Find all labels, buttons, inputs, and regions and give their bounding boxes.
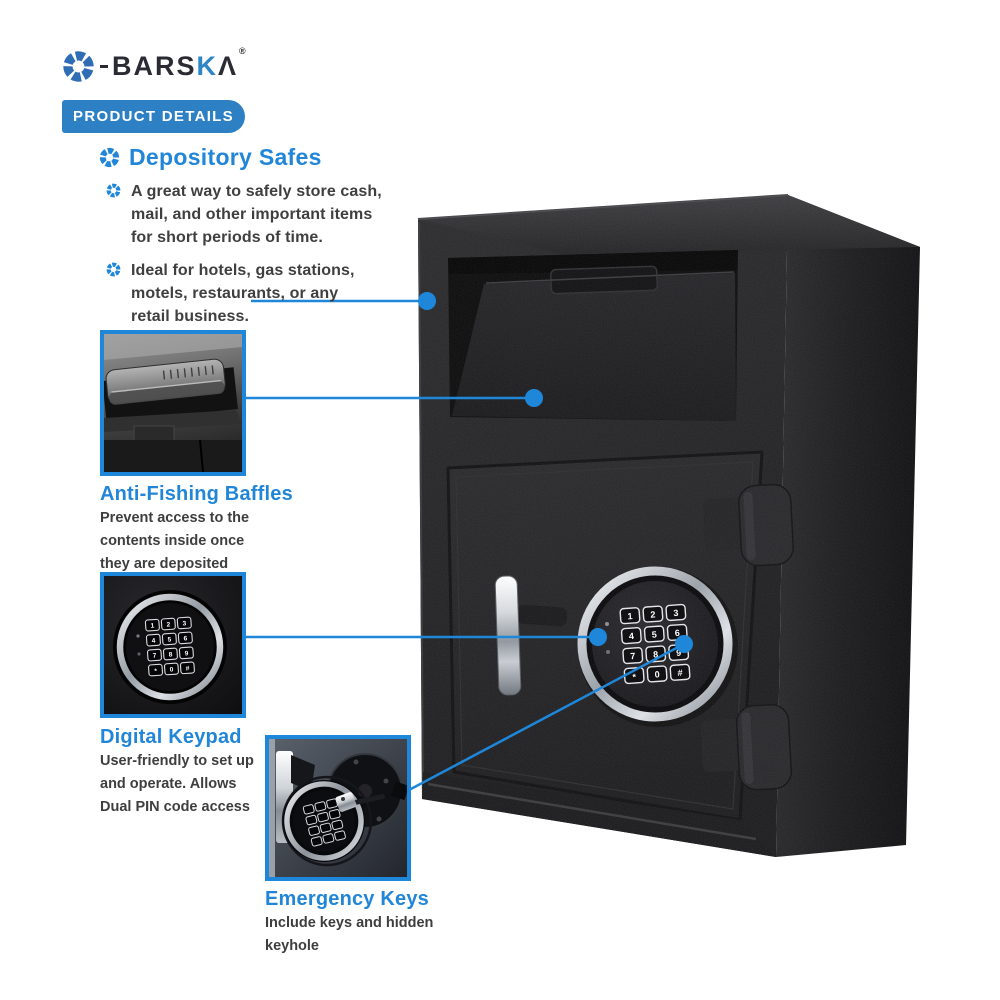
feature-bullet-text: Ideal for hotels, gas stations, motels, … (131, 262, 355, 325)
aperture-bullet-icon (106, 262, 121, 277)
emergency-keys-photo-art (269, 739, 407, 877)
feature-bullet-text: A great way to safely store cash, mail, … (131, 183, 382, 246)
logo-text-bars: BARS (112, 51, 197, 81)
barska-logo: BARSKΛ® (62, 47, 247, 83)
anti-fishing-title: Anti-Fishing Baffles (100, 483, 293, 505)
keypad-key: 8 (169, 651, 173, 658)
keypad-key: # (186, 665, 190, 672)
connector-dot-digital-keypad (589, 628, 607, 646)
keypad-key: 5 (167, 636, 171, 643)
digital-keypad-photo: 1 2 3 4 5 6 7 8 9 * 0 # (100, 572, 246, 718)
barska-aperture-icon (62, 50, 95, 83)
intro-heading-row: Depository Safes (99, 144, 451, 171)
keypad-key: 1 (150, 623, 154, 630)
intro-section: Depository Safes A great way to safely s… (99, 144, 451, 338)
digital-keypad-photo-art: 1 2 3 4 5 6 7 8 9 * 0 # (104, 576, 242, 714)
logo-wordmark: BARSKΛ® (112, 47, 247, 81)
connector-dot-emergency-keys (675, 635, 693, 653)
keypad-key: 3 (182, 620, 186, 627)
emergency-keys-photo (265, 735, 411, 881)
callout-connectors (246, 299, 685, 792)
keypad-key: * (154, 668, 157, 675)
anti-fishing-description: Prevent access to the contents inside on… (100, 510, 250, 572)
emergency-keys-description: Include keys and hidden keyhole (265, 915, 434, 954)
aperture-bullet-icon (106, 183, 121, 198)
product-details-banner-label: PRODUCT DETAILS (73, 108, 234, 125)
callout-connector-dots (418, 292, 693, 653)
digital-keypad-description: User-friendly to set up and operate. All… (100, 753, 254, 815)
safe-texture (418, 195, 920, 857)
connector-dot-anti-fishing (525, 389, 543, 407)
keypad-key: 2 (166, 621, 170, 628)
keypad-key: 4 (151, 637, 155, 644)
digital-keypad-title: Digital Keypad (100, 726, 242, 748)
product-details-banner: PRODUCT DETAILS (62, 100, 245, 133)
feature-bullet: A great way to safely store cash, mail, … (106, 180, 436, 249)
depository-safes-heading: Depository Safes (129, 144, 322, 170)
emergency-key (335, 792, 385, 812)
keypad-key: 9 (184, 650, 188, 657)
anti-fishing-photo (100, 330, 246, 476)
callout-keypad-keys: 1 2 3 4 5 6 7 8 9 * 0 # (144, 616, 195, 677)
aperture-heading-icon (99, 147, 120, 168)
baffle-slot (104, 358, 238, 423)
feature-bullet: Ideal for hotels, gas stations, motels, … (106, 259, 436, 328)
anti-fishing-photo-art (104, 334, 242, 472)
keypad-key: 7 (153, 652, 157, 659)
logo-registered-mark: ® (239, 46, 248, 56)
keypad-key: 0 (170, 666, 174, 673)
keypad-key: 6 (183, 635, 187, 642)
logo-text-k: K (196, 51, 219, 81)
emergency-keys-title: Emergency Keys (265, 888, 430, 910)
connector-dot-retail (418, 292, 436, 310)
logo-dash (100, 65, 108, 68)
connector-line-emergency-keys (408, 642, 685, 792)
feature-bullet-list: A great way to safely store cash, mail, … (106, 180, 436, 328)
logo-text-a: Λ (218, 51, 239, 81)
